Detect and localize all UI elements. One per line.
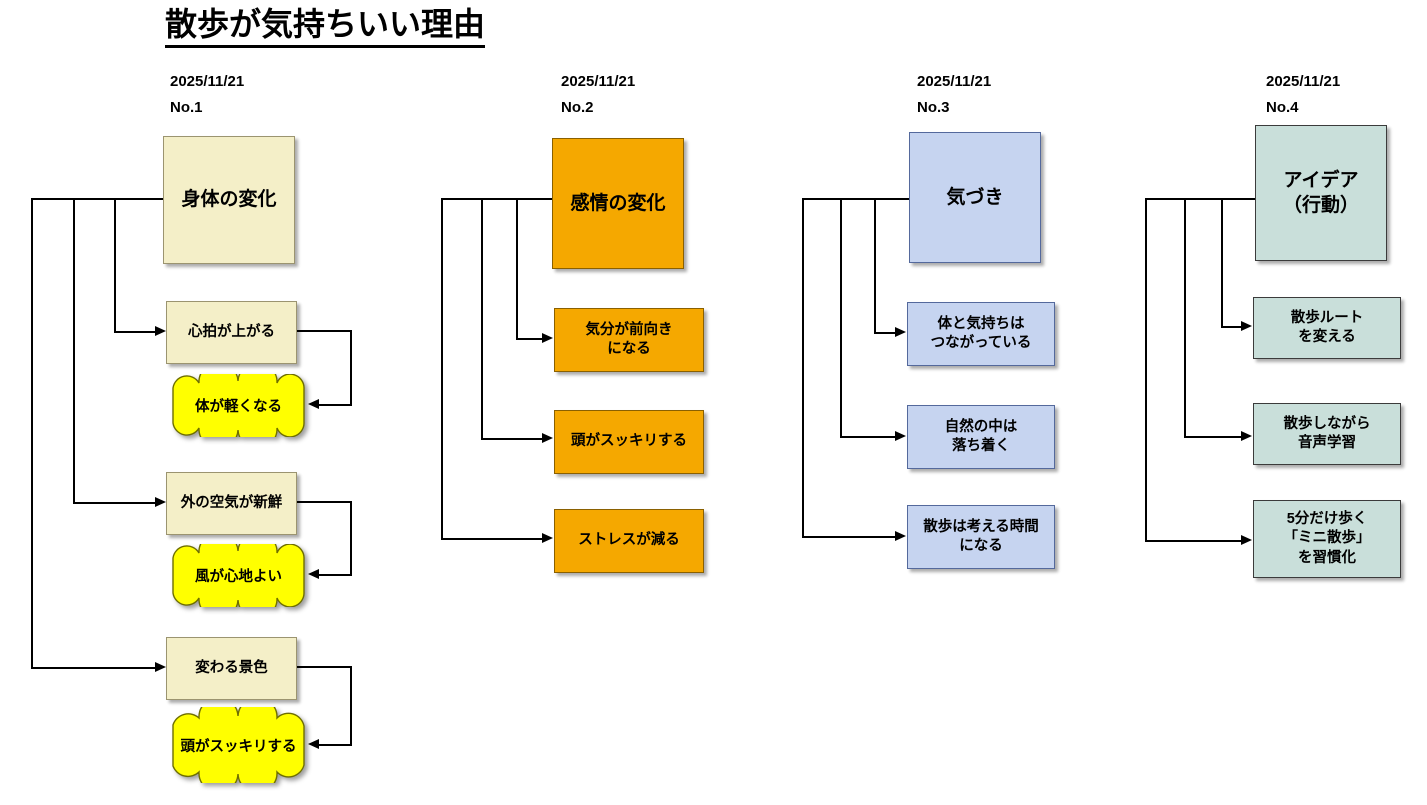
connector-return-1-1-top	[297, 330, 352, 332]
leaf-node-1-3[interactable]: 変わる景色	[166, 637, 297, 700]
root-node-1[interactable]: 身体の変化	[163, 136, 295, 264]
arrow-branch-2-3	[542, 533, 553, 543]
column-date-3: 2025/11/21	[917, 73, 992, 90]
connector-trunk-1-2	[73, 198, 75, 504]
connector-branch-4-2	[1184, 436, 1242, 438]
column-header-3: 2025/11/21 No.3	[917, 74, 991, 115]
connector-branch-1-3	[31, 667, 156, 669]
leaf-node-3-1[interactable]: 体と気持ちは つながっている	[907, 302, 1055, 366]
connector-spine-4	[1145, 198, 1257, 200]
connector-branch-3-3	[802, 536, 896, 538]
connector-spine-3	[802, 198, 912, 200]
column-header-4: 2025/11/21 No.4	[1266, 74, 1340, 115]
cloud-node-1-2[interactable]: 風が心地よい	[161, 544, 316, 607]
leaf-node-4-1[interactable]: 散歩ルート を変える	[1253, 297, 1401, 359]
leaf-node-2-1[interactable]: 気分が前向き になる	[554, 308, 704, 372]
connector-trunk-4-1	[1221, 198, 1223, 328]
arrow-branch-3-2	[895, 431, 906, 441]
connector-trunk-3-1	[874, 198, 876, 334]
root-node-3[interactable]: 気づき	[909, 132, 1041, 263]
column-no-1: No.1	[170, 99, 203, 116]
leaf-node-1-2[interactable]: 外の空気が新鮮	[166, 472, 297, 535]
connector-branch-2-2	[481, 438, 543, 440]
page-title: 散歩が気持ちいい理由	[165, 6, 486, 48]
connector-branch-4-3	[1145, 540, 1242, 542]
column-date-1: 2025/11/21	[170, 73, 245, 90]
connector-trunk-1-3	[31, 198, 33, 669]
leaf-node-3-3[interactable]: 散歩は考える時間 になる	[907, 505, 1055, 569]
arrow-branch-4-1	[1241, 321, 1252, 331]
connector-trunk-2-2	[481, 198, 483, 440]
connector-return-1-3-side	[350, 666, 352, 745]
leaf-node-2-2[interactable]: 頭がスッキリする	[554, 410, 704, 474]
arrow-branch-2-1	[542, 333, 553, 343]
column-no-4: No.4	[1266, 99, 1299, 116]
arrow-branch-1-1	[155, 326, 166, 336]
connector-return-1-1-bottom	[318, 404, 352, 406]
connector-return-1-1-side	[350, 330, 352, 405]
connector-trunk-4-3	[1145, 198, 1147, 542]
connector-trunk-2-1	[516, 198, 518, 340]
arrow-branch-4-2	[1241, 431, 1252, 441]
arrow-return-1-3	[308, 739, 319, 749]
connector-branch-1-2	[73, 502, 156, 504]
connector-return-1-2-side	[350, 501, 352, 575]
column-date-4: 2025/11/21	[1266, 73, 1341, 90]
connector-trunk-1-1	[114, 198, 116, 333]
connector-trunk-3-2	[840, 198, 842, 438]
leaf-node-2-3[interactable]: ストレスが減る	[554, 509, 704, 573]
arrow-return-1-1	[308, 399, 319, 409]
arrow-return-1-2	[308, 569, 319, 579]
connector-return-1-2-top	[297, 501, 352, 503]
connector-trunk-2-3	[441, 198, 443, 540]
arrow-branch-3-1	[895, 327, 906, 337]
arrow-branch-1-3	[155, 662, 166, 672]
column-date-2: 2025/11/21	[561, 73, 636, 90]
connector-branch-4-1	[1221, 326, 1242, 328]
connector-trunk-3-3	[802, 198, 804, 538]
connector-spine-2	[441, 198, 557, 200]
arrow-branch-4-3	[1241, 535, 1252, 545]
arrow-branch-1-2	[155, 497, 166, 507]
connector-spine-1	[31, 198, 167, 200]
column-header-1: 2025/11/21 No.1	[170, 74, 244, 115]
root-node-2[interactable]: 感情の変化	[552, 138, 684, 269]
column-header-2: 2025/11/21 No.2	[561, 74, 635, 115]
arrow-branch-3-3	[895, 531, 906, 541]
connector-return-1-2-bottom	[318, 574, 352, 576]
connector-return-1-3-top	[297, 666, 352, 668]
leaf-node-1-1[interactable]: 心拍が上がる	[166, 301, 297, 364]
connector-return-1-3-bottom	[318, 744, 352, 746]
root-node-4[interactable]: アイデア （行動）	[1255, 125, 1387, 261]
arrow-branch-2-2	[542, 433, 553, 443]
connector-branch-2-3	[441, 538, 543, 540]
connector-branch-3-1	[874, 332, 896, 334]
cloud-node-1-3[interactable]: 頭がスッキリする	[161, 707, 316, 783]
connector-trunk-4-2	[1184, 198, 1186, 438]
column-no-2: No.2	[561, 99, 594, 116]
connector-branch-3-2	[840, 436, 896, 438]
cloud-node-1-1[interactable]: 体が軽くなる	[161, 374, 316, 437]
connector-branch-1-1	[114, 331, 156, 333]
column-no-3: No.3	[917, 99, 950, 116]
leaf-node-4-2[interactable]: 散歩しながら 音声学習	[1253, 403, 1401, 465]
leaf-node-4-3[interactable]: 5分だけ歩く 「ミニ散歩」 を習慣化	[1253, 500, 1401, 578]
connector-branch-2-1	[516, 338, 543, 340]
leaf-node-3-2[interactable]: 自然の中は 落ち着く	[907, 405, 1055, 469]
